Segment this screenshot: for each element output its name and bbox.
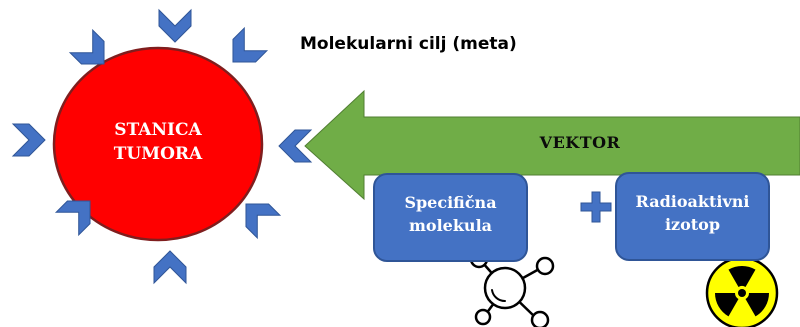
molecule-icon <box>469 249 555 327</box>
tumor-cell-label-line2: TUMORA <box>113 144 203 164</box>
receptor-chevron-icon <box>54 200 91 237</box>
radiation-center <box>738 289 746 297</box>
radiation-blade <box>728 266 756 287</box>
plus-icon <box>580 191 612 223</box>
receptor-chevron-icon <box>245 203 282 240</box>
radioactive-isotope-line1: Radioaktivni <box>635 192 750 211</box>
receptor-chevron-icon <box>11 123 46 157</box>
specific-molecule-label: Specifična molekula <box>375 191 526 237</box>
radiation-blade <box>745 293 769 317</box>
specific-molecule-line1: Specifična <box>404 193 497 212</box>
diagram-title: Molekularni cilj (meta) <box>300 34 517 54</box>
specific-molecule-line2: molekula <box>408 216 493 235</box>
receptor-chevron-icon <box>68 28 105 65</box>
tumor-cell-label: STANICA TUMORA <box>73 118 243 166</box>
radioactive-isotope-line2: izotop <box>664 215 721 234</box>
tumor-cell-label-line1: STANICA <box>114 120 202 140</box>
radiation-hazard-icon <box>705 256 779 327</box>
specific-molecule-box: Specifična molekula <box>373 173 528 262</box>
radioactive-isotope-box: Radioaktivni izotop <box>615 172 770 261</box>
receptor-chevron-icon <box>232 26 269 63</box>
receptor-chevron-icon <box>278 129 313 163</box>
radiation-blade <box>715 293 739 317</box>
radioactive-isotope-label: Radioaktivni izotop <box>617 190 768 236</box>
tumor-cell <box>52 46 264 242</box>
receptors <box>11 8 313 285</box>
receptor-chevron-icon <box>158 8 192 43</box>
receptor-chevron-icon <box>153 250 187 285</box>
vector-label: VEKTOR <box>539 133 621 152</box>
